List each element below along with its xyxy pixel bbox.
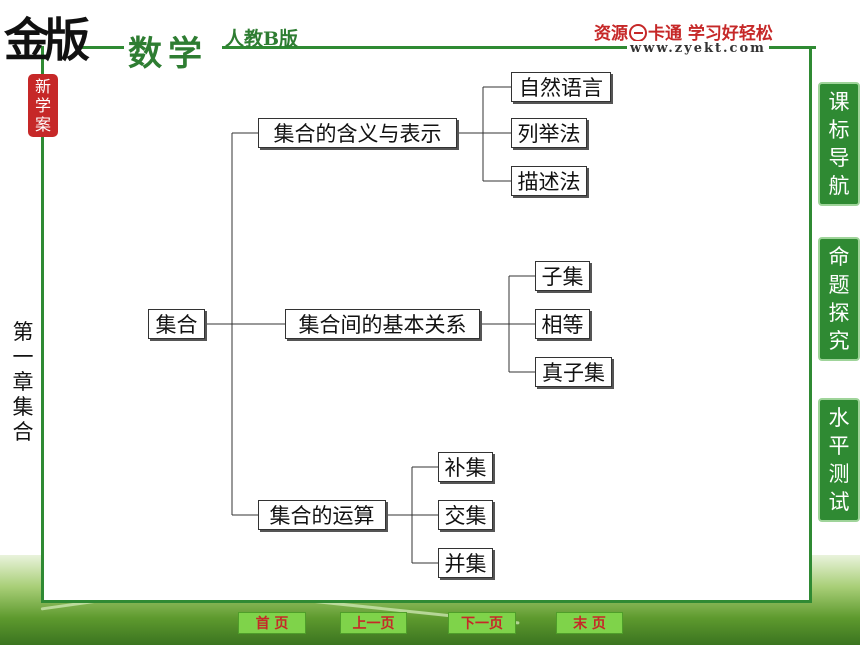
logo-text: 金版 — [4, 13, 90, 67]
last-page-button[interactable]: 末 页 — [556, 612, 623, 634]
tab-course-guide[interactable]: 课标导航 — [818, 82, 860, 206]
brand-left: 资源 — [594, 24, 628, 44]
node-root: 集合 — [148, 309, 205, 339]
node-leaf: 交集 — [438, 500, 493, 530]
tab-level-test[interactable]: 水平测试 — [818, 398, 860, 522]
node-leaf: 真子集 — [535, 357, 612, 387]
brand-banner: 资源卡通 学习好轻松 — [594, 19, 773, 44]
first-page-button[interactable]: 首 页 — [238, 612, 306, 634]
prev-page-button[interactable]: 上一页 — [340, 612, 407, 634]
node-leaf: 子集 — [535, 261, 590, 291]
edition-label: 人教B版 — [225, 28, 299, 50]
next-page-button[interactable]: 下一页 — [448, 612, 516, 634]
chapter-title: 第一章 集合 — [12, 320, 34, 444]
node-leaf: 描述法 — [511, 166, 587, 196]
tab-topic-exploration[interactable]: 命题探究 — [818, 237, 860, 361]
node-branch-relations: 集合间的基本关系 — [285, 309, 480, 339]
subject-title: 数学 — [128, 34, 208, 74]
node-leaf: 自然语言 — [511, 72, 611, 102]
website-url: www.zyekt.com — [627, 41, 769, 56]
node-leaf: 相等 — [535, 309, 590, 339]
node-leaf: 列举法 — [511, 118, 587, 148]
header-rule — [222, 46, 816, 49]
header-rule — [76, 46, 124, 49]
node-leaf: 并集 — [438, 548, 493, 578]
brand-right: 卡通 学习好轻松 — [648, 24, 773, 44]
node-leaf: 补集 — [438, 452, 493, 482]
logo-stamp: 新学案 — [28, 74, 58, 137]
node-branch-operations: 集合的运算 — [258, 500, 386, 530]
node-branch-meaning: 集合的含义与表示 — [258, 118, 457, 148]
logo: 金版 新学案 — [4, 4, 100, 144]
